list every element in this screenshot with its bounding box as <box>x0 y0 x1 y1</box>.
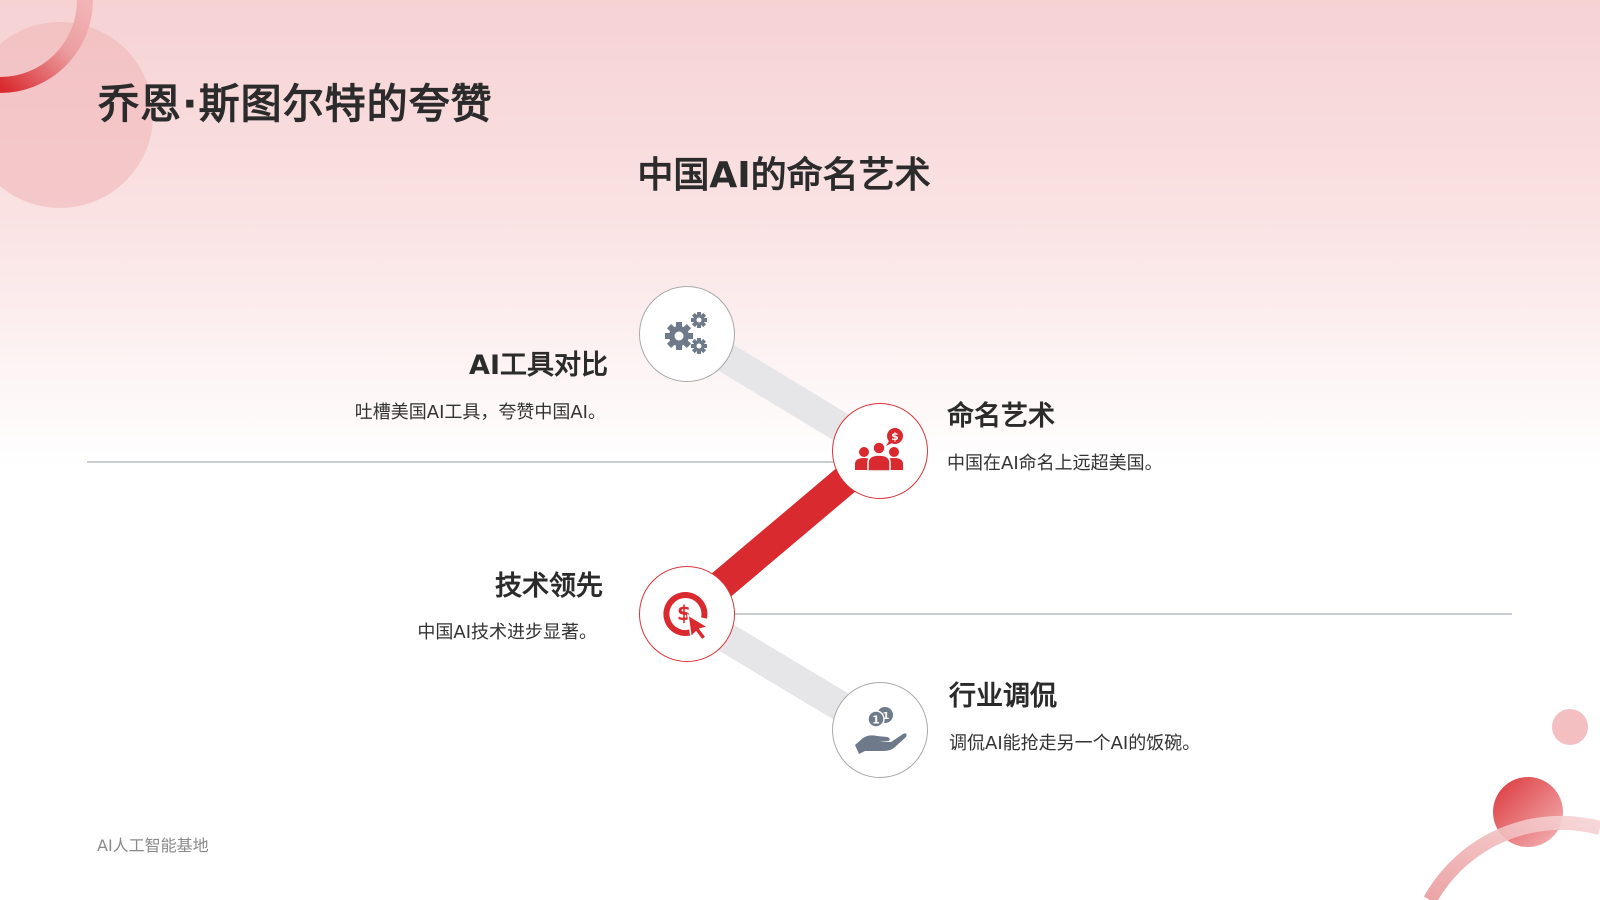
item-title-2: 命名艺术 <box>947 401 1055 432</box>
page-title: 乔恩·斯图尔特的夸赞 <box>98 80 493 128</box>
item-title-3: 技术领先 <box>495 571 603 602</box>
svg-text:1: 1 <box>883 711 890 722</box>
svg-text:$: $ <box>891 430 899 443</box>
deco-arc-top-left <box>0 0 93 93</box>
gears-icon <box>665 312 707 354</box>
item-desc-4: 调侃AI能抢走另一个AI的饭碗。 <box>949 733 1201 754</box>
deco-ball-bottom-right <box>1493 777 1563 847</box>
dollar-target-click-icon: $ <box>663 592 710 641</box>
item-desc-2: 中国在AI命名上远超美国。 <box>947 453 1163 474</box>
people-dollar-icon: $ <box>855 428 903 472</box>
section-subtitle: 中国AI的命名艺术 <box>637 155 931 196</box>
item-desc-1: 吐槽美国AI工具，夸赞中国AI。 <box>354 402 606 423</box>
item-desc-3: 中国AI技术进步显著。 <box>417 622 597 643</box>
svg-text:$: $ <box>677 601 691 625</box>
hand-coins-icon: 1 1 <box>855 707 907 754</box>
deco-circle-right-edge <box>1552 709 1588 745</box>
timeline-node-1 <box>639 286 735 382</box>
svg-text:1: 1 <box>872 714 880 727</box>
timeline-node-2: $ <box>832 403 928 499</box>
deco-arc-bottom-right <box>1423 815 1600 900</box>
item-title-4: 行业调侃 <box>949 681 1057 712</box>
item-title-1: AI工具对比 <box>469 350 608 381</box>
timeline-node-4: 1 1 <box>832 682 928 778</box>
timeline-node-3: $ <box>639 566 735 662</box>
footer-brand: AI人工智能基地 <box>97 836 209 855</box>
